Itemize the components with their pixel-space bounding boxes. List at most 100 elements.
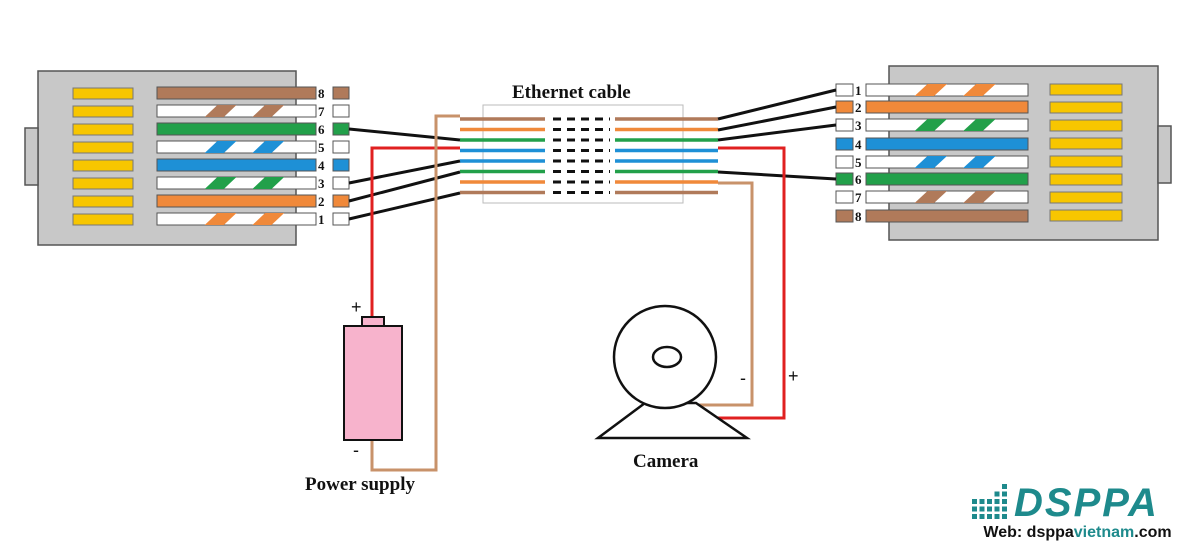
right-wire-1 [865, 83, 1029, 97]
left-pin-number: 3 [318, 176, 325, 191]
right-wire-7-base [865, 190, 1029, 204]
logo-dot [972, 506, 977, 512]
logo-dot [1002, 499, 1007, 504]
logo-dot [972, 514, 977, 519]
left-wire-1-stripe [204, 213, 237, 225]
right-wire-1-stripe [914, 84, 947, 96]
left-pin-tab [332, 194, 350, 208]
logo-dot [994, 506, 1000, 512]
right-contact [1049, 173, 1123, 186]
battery-minus-sign: - [353, 440, 359, 460]
left-pin-number: 1 [318, 212, 325, 227]
left-pin-tab [332, 176, 350, 190]
camera-icon [594, 304, 752, 440]
left-wire-7-stripe [252, 105, 285, 117]
left-wire-3-base [156, 176, 317, 190]
right-contact [1049, 101, 1123, 114]
left-contact [72, 195, 134, 208]
right-contact [1049, 119, 1123, 132]
left-wire-8 [156, 86, 317, 100]
left-pin-number: 7 [318, 104, 325, 119]
left-wire-6 [156, 122, 317, 136]
right-wire-3-stripe [914, 119, 947, 131]
left-wire-5-stripe [252, 141, 285, 153]
right-pin-number: 6 [855, 172, 862, 187]
right-connector-latch [1157, 125, 1172, 184]
right-pin-tab [835, 118, 854, 132]
power-wires [370, 114, 786, 472]
right-link-wire [717, 88, 837, 121]
left-link-wire [348, 170, 461, 203]
right-link-wire [717, 170, 837, 181]
left-wire-5-stripe [204, 141, 237, 153]
camera-lens [651, 345, 683, 369]
right-pin-tab [835, 137, 854, 151]
right-wire-4 [865, 137, 1029, 151]
left-wire-7-base [156, 104, 317, 118]
right-wire-8-base [865, 209, 1029, 223]
dsppa-logo-mark: DSPPA [972, 481, 1157, 525]
logo-dot [979, 506, 985, 512]
left-wire-4-base [156, 158, 317, 172]
cable-jacket [482, 104, 684, 204]
left-wire-3 [156, 176, 317, 190]
battery-body [343, 325, 403, 441]
right-wire-4-base [865, 137, 1029, 151]
right-wire-3 [865, 118, 1029, 132]
right-pin-tab [835, 100, 854, 114]
connection-wires [348, 88, 837, 221]
left-wire-7 [156, 104, 317, 118]
left-contact [72, 123, 134, 136]
right-contact [1049, 83, 1123, 96]
right-wire-5 [865, 155, 1029, 169]
logo-dot [979, 514, 985, 519]
right-wire-7-stripe [963, 191, 996, 203]
left-link-wire [348, 159, 461, 185]
ethernet-cable [460, 104, 718, 204]
left-wire-3-stripe [252, 177, 285, 189]
left-contact [72, 159, 134, 172]
right-wire-5-stripe [963, 156, 996, 168]
left-link-wire [348, 127, 461, 142]
website-text: Web: dsppavietnam.com [970, 524, 1185, 542]
left-pin-tab [332, 140, 350, 154]
left-wire-1-base [156, 212, 317, 226]
camera-plus-sign: + [788, 366, 799, 386]
left-connector-latch [24, 127, 39, 186]
power-supply-label: Power supply [305, 474, 415, 495]
logo-dot [1002, 491, 1007, 497]
logo-dot [1002, 514, 1007, 519]
battery-negative-wire [370, 114, 460, 472]
camera-label: Camera [633, 451, 699, 472]
left-wire-4 [156, 158, 317, 172]
camera-minus-sign: - [740, 368, 746, 388]
right-link-wire [717, 123, 837, 142]
left-pin-tab [332, 158, 350, 172]
logo-dot [987, 514, 992, 519]
right-wire-6 [865, 172, 1029, 186]
left-contact [72, 141, 134, 154]
logo-dot [979, 499, 985, 504]
right-pin-number: 2 [855, 100, 862, 115]
cable-label: Ethernet cable [512, 82, 631, 103]
right-link-wire [717, 105, 837, 132]
right-pin-number: 5 [855, 155, 862, 170]
left-contact [72, 177, 134, 190]
right-wire-6-base [865, 172, 1029, 186]
camera-base [594, 401, 752, 440]
left-pin-number: 2 [318, 194, 325, 209]
right-pin-number: 7 [855, 190, 862, 205]
right-wire-1-base [865, 83, 1029, 97]
left-pin-number: 4 [318, 158, 325, 173]
left-pin-tab [332, 122, 350, 136]
right-contact [1049, 137, 1123, 150]
right-wire-8 [865, 209, 1029, 223]
right-pin-tab [835, 190, 854, 204]
right-wire-2 [865, 100, 1029, 114]
right-wire-2-base [865, 100, 1029, 114]
website-suffix: .com [1134, 524, 1172, 541]
right-pin-number: 8 [855, 209, 862, 224]
left-pin-number: 5 [318, 140, 325, 155]
